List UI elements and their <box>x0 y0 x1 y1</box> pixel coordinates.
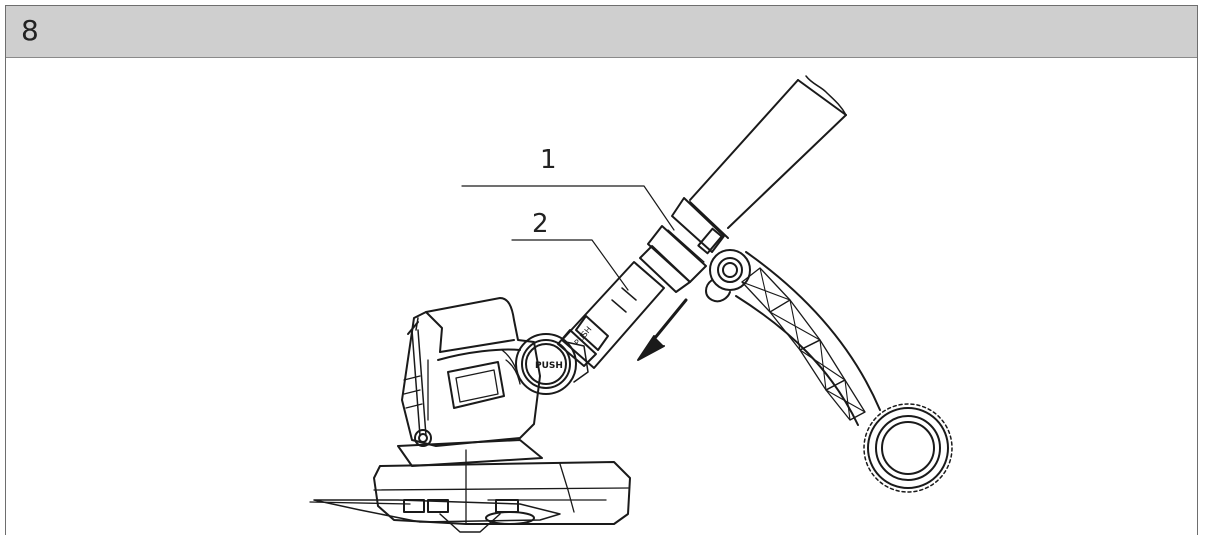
figure-frame: 8 <box>5 5 1198 535</box>
auxiliary-handle <box>735 251 881 426</box>
shaft-collar <box>639 197 729 293</box>
step-number: 8 <box>21 14 39 47</box>
push-button-joint <box>515 333 589 395</box>
motor-housing <box>401 297 541 447</box>
push-button-label: PUSH <box>535 361 563 371</box>
direction-arrow <box>637 298 688 361</box>
step-header: 8 <box>6 6 1197 58</box>
lower-tube: PUSH <box>557 261 665 369</box>
handle-end-grip <box>863 403 953 493</box>
guard-base <box>373 439 631 525</box>
callout-2: 2 <box>532 209 549 239</box>
upper-shaft <box>689 75 847 229</box>
callout-1: 1 <box>540 145 557 175</box>
handle-knob <box>705 249 751 303</box>
leader-lines <box>461 185 675 291</box>
spool-head <box>309 499 561 533</box>
